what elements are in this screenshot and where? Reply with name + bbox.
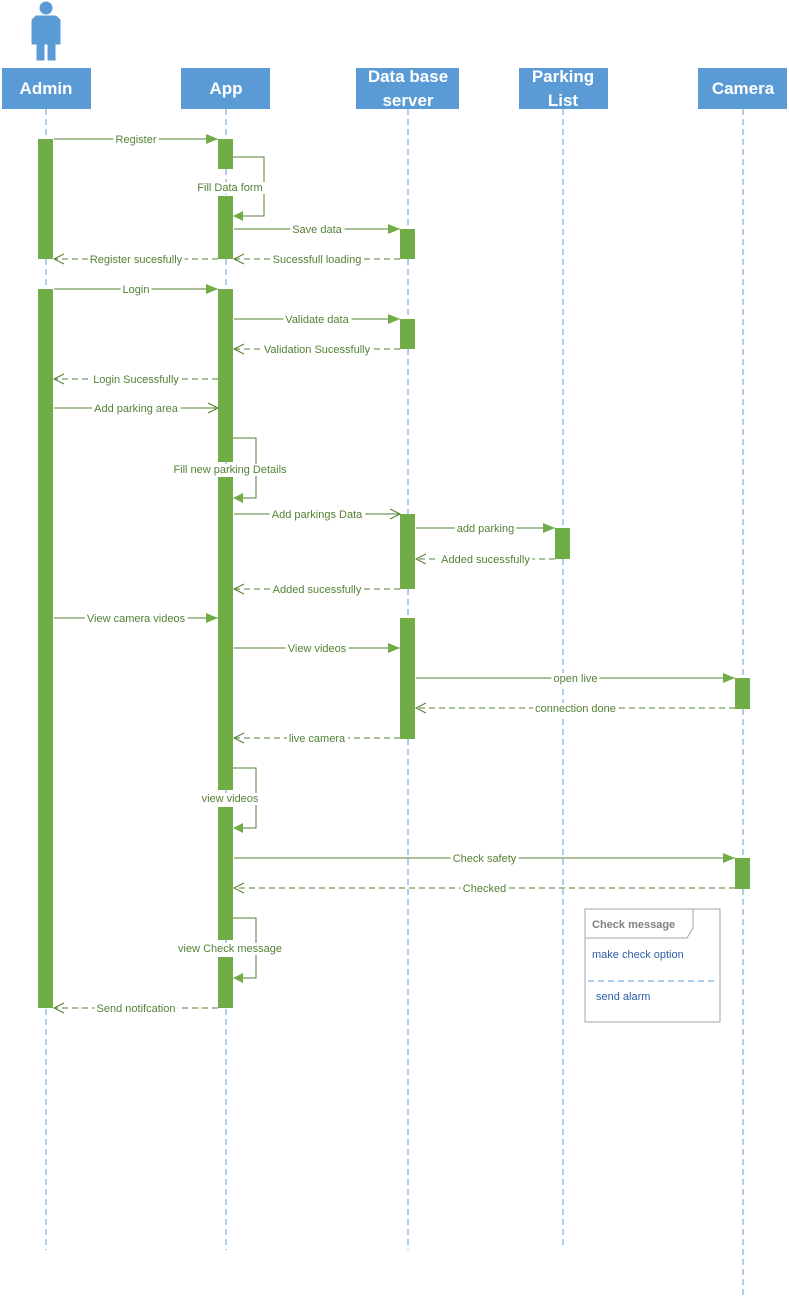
message-label: Add parking area — [94, 403, 179, 415]
message-label: Fill Data form — [197, 182, 262, 194]
participant-label-db: server — [382, 91, 433, 110]
message-label: Validation Sucessfully — [264, 344, 371, 356]
message-return: Login Sucessfully — [52, 373, 218, 386]
participant-camera: Camera — [698, 68, 787, 109]
activation-bar-camera — [735, 678, 750, 709]
participant-box-parking — [519, 68, 608, 109]
activation-bar-parking — [555, 528, 570, 559]
message-label: Register sucesfully — [90, 254, 183, 266]
participant-label-camera: Camera — [712, 79, 775, 98]
participant-admin: Admin — [2, 68, 91, 109]
message-return: Added sucessfully — [414, 553, 555, 566]
participant-label-db: Data base — [368, 67, 448, 86]
message-label: Checked — [463, 883, 506, 895]
message-label: Register — [116, 134, 157, 146]
check-message-note: Check message make check option send ala… — [584, 908, 721, 1023]
activation-bar-admin — [38, 139, 53, 259]
message-label: Save data — [292, 224, 342, 236]
message-label: Add parkings Data — [272, 509, 363, 521]
message-return: Checked — [232, 882, 735, 895]
participant-box-db — [356, 68, 459, 109]
message-label: View videos — [288, 643, 347, 655]
activation-bar-admin — [38, 289, 53, 1008]
message-label: live camera — [289, 733, 346, 745]
activation-bar-app — [218, 807, 233, 940]
participant-label-parking: List — [548, 91, 579, 110]
activation-bar-app — [218, 196, 233, 259]
message-sync: View videos — [234, 643, 400, 655]
message-sync: Register — [54, 134, 218, 146]
message-return: Send notifcation — [52, 1002, 218, 1015]
message-sync: Save data — [234, 224, 400, 236]
participant-box-admin — [2, 68, 91, 109]
note-title: Check message — [592, 919, 675, 931]
message-sync: Login — [54, 284, 218, 296]
participant-db: Data base server — [356, 67, 459, 110]
activation-bar-db — [400, 514, 415, 589]
message-label: Fill new parking Details — [173, 464, 287, 476]
message-return: connection done — [414, 702, 735, 715]
message-label: Login Sucessfully — [93, 374, 179, 386]
message-label: View camera videos — [87, 613, 186, 625]
message-async: Add parking area — [54, 402, 220, 415]
message-label: Check safety — [453, 853, 517, 865]
participant-label-admin: Admin — [20, 79, 73, 98]
message-label: view Check message — [178, 943, 282, 955]
participant-box-app — [181, 68, 270, 109]
message-label: Send notifcation — [97, 1003, 176, 1015]
message-sync: Check safety — [234, 853, 735, 865]
message-sync: View camera videos — [54, 613, 218, 625]
activation-bar-camera — [735, 858, 750, 889]
activation-bar-db — [400, 319, 415, 349]
message-label: Login — [123, 284, 150, 296]
participant-box-camera — [698, 68, 787, 109]
message-sync: add parking — [416, 523, 555, 535]
message-label: view videos — [202, 793, 259, 805]
note-item-check-option: make check option — [592, 949, 684, 961]
message-label: open live — [553, 673, 597, 685]
participant-label-parking: Parking — [532, 67, 594, 86]
message-return: Sucessfull loading — [232, 253, 400, 266]
message-return: Register sucesfully — [52, 253, 218, 266]
activation-bar-db — [400, 229, 415, 259]
message-sync: open live — [416, 673, 735, 685]
message-label: add parking — [457, 523, 515, 535]
participant-label-app: App — [209, 79, 242, 98]
activation-bar-db — [400, 618, 415, 739]
message-return: live camera — [232, 732, 400, 745]
message-self-call: view Check message — [176, 917, 284, 983]
message-self-call: Fill new parking Details — [171, 437, 290, 503]
message-label: Sucessfull loading — [273, 254, 362, 266]
activation-bar-app — [218, 477, 233, 790]
actor-icon — [31, 1, 61, 61]
message-async: Add parkings Data — [234, 508, 402, 521]
note-item-send-alarm: send alarm — [596, 991, 650, 1003]
activation-bar-app — [218, 139, 233, 169]
message-return: Validation Sucessfully — [232, 343, 400, 356]
activation-bar-app — [218, 957, 233, 1008]
message-label: Added sucessfully — [441, 554, 530, 566]
message-return: Added sucessfully — [232, 583, 400, 596]
message-self-call: Fill Data form — [195, 156, 265, 221]
activation-bar-app — [218, 289, 233, 462]
message-label: Validate data — [285, 314, 349, 326]
message-label: Added sucessfully — [273, 584, 362, 596]
message-self-call: view videos — [199, 767, 261, 833]
participant-app: App — [181, 68, 270, 109]
message-sync: Validate data — [234, 314, 400, 326]
message-label: connection done — [535, 703, 616, 715]
